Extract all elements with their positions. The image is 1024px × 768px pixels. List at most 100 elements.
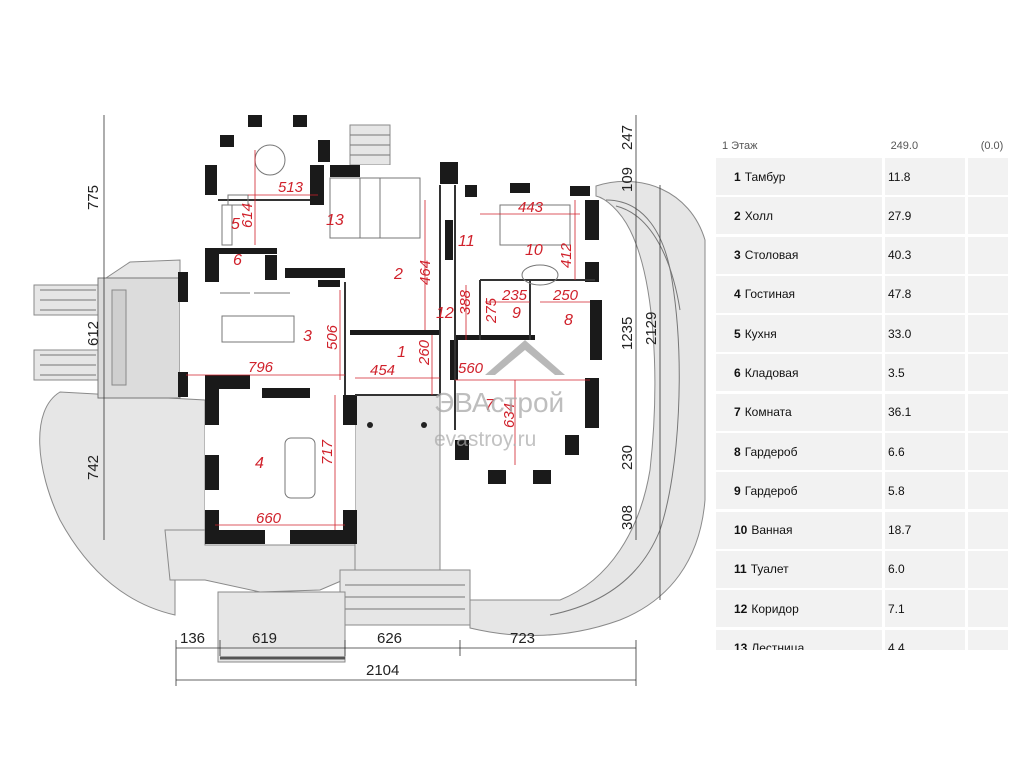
dim-109: 109 xyxy=(619,167,636,192)
dim-619: 619 xyxy=(252,630,277,647)
room-area-cell: 27.9 xyxy=(885,197,965,235)
room-area-cell: 18.7 xyxy=(885,511,965,549)
room-number: 10 xyxy=(734,523,748,538)
left-steps xyxy=(33,284,99,381)
room-name: Тамбур xyxy=(744,169,786,184)
room-number-5: 5 xyxy=(231,216,240,233)
floor-label: 1 Этаж xyxy=(722,140,758,152)
dim-626: 626 xyxy=(377,630,402,647)
room-number-7: 7 xyxy=(485,397,495,414)
room-extra-cell xyxy=(968,197,1008,235)
room-number: 5 xyxy=(734,326,741,341)
watermark-brand: ЭВАстрой xyxy=(434,387,564,418)
dim-775: 775 xyxy=(85,185,102,210)
dim-614: 614 xyxy=(239,203,256,228)
dim-506: 506 xyxy=(324,324,341,350)
room-area-cell: 47.8 xyxy=(885,275,965,313)
room-name: Коридор xyxy=(751,601,799,616)
room-name: Кухня xyxy=(744,326,777,341)
room-name: Ванная xyxy=(751,523,793,538)
furniture xyxy=(220,144,571,499)
room-extra-cell xyxy=(968,236,1008,274)
room-name: Кладовая xyxy=(744,365,799,380)
room-number-11: 11 xyxy=(458,233,475,250)
room-number-13: 13 xyxy=(326,212,344,229)
room-number: 9 xyxy=(734,483,741,498)
dim-454: 454 xyxy=(370,362,395,379)
room-number: 7 xyxy=(734,405,741,420)
dim-742: 742 xyxy=(85,455,102,480)
dim-235: 235 xyxy=(501,287,528,304)
room-area-cell: 4.4 xyxy=(885,629,965,650)
room-number-6: 6 xyxy=(233,252,242,269)
entry-steps-lines xyxy=(345,584,465,610)
dim-230: 230 xyxy=(619,445,636,470)
table-header: 1 Этаж 249.0 (0.0) xyxy=(716,134,1016,158)
dim-612: 612 xyxy=(85,321,102,346)
veranda xyxy=(97,277,181,399)
room-extra-cell xyxy=(968,590,1008,628)
room-number-4: 4 xyxy=(255,455,264,472)
room-number-2: 2 xyxy=(393,266,403,283)
house-logo-icon xyxy=(485,340,565,375)
dim-388: 388 xyxy=(457,289,474,315)
dim-2129: 2129 xyxy=(643,312,660,345)
room-extra-cell xyxy=(968,315,1008,353)
room-number: 4 xyxy=(734,287,741,302)
room-name: Комната xyxy=(744,405,792,420)
room-area-cell: 7.1 xyxy=(885,590,965,628)
room-extra-cell xyxy=(968,511,1008,549)
floor-total-area: 249.0 xyxy=(890,140,919,152)
room-number-12: 12 xyxy=(436,305,454,322)
room-number: 8 xyxy=(734,444,741,459)
dim-796: 796 xyxy=(248,359,274,376)
dim-443: 443 xyxy=(518,199,544,216)
room-number-3: 3 xyxy=(303,328,312,345)
room-area-cell: 5.8 xyxy=(885,472,965,510)
room-number: 12 xyxy=(734,601,748,616)
dim-634: 634 xyxy=(501,403,518,428)
room-name: Гардероб xyxy=(744,444,798,459)
room-number-1: 1 xyxy=(397,344,406,361)
dim-308: 308 xyxy=(619,505,636,530)
room-number: 1 xyxy=(734,169,741,184)
room-extra-cell xyxy=(968,433,1008,471)
room-area-cell: 6.6 xyxy=(885,433,965,471)
watermark-url: evastroy.ru xyxy=(434,428,536,451)
dim-260: 260 xyxy=(416,339,433,366)
room-area-cell: 40.3 xyxy=(885,236,965,274)
dim-560: 560 xyxy=(458,360,484,377)
dim-412: 412 xyxy=(558,242,575,268)
room-extra-cell xyxy=(968,550,1008,588)
floor-extra-area: (0.0) xyxy=(980,140,1004,152)
room-name: Гардероб xyxy=(744,483,798,498)
watermark: ЭВАстрой evastroy.ru xyxy=(434,340,565,451)
room-number-9: 9 xyxy=(512,305,521,322)
room-number: 11 xyxy=(734,562,747,577)
room-area-cell: 11.8 xyxy=(885,158,965,195)
room-name: Гостиная xyxy=(744,287,796,302)
room-extra-cell xyxy=(968,472,1008,510)
room-number-8: 8 xyxy=(564,312,573,329)
dim-723: 723 xyxy=(510,630,535,647)
floor-plan: 775 612 742 247 109 1235 2129 230 308 13… xyxy=(33,115,706,686)
